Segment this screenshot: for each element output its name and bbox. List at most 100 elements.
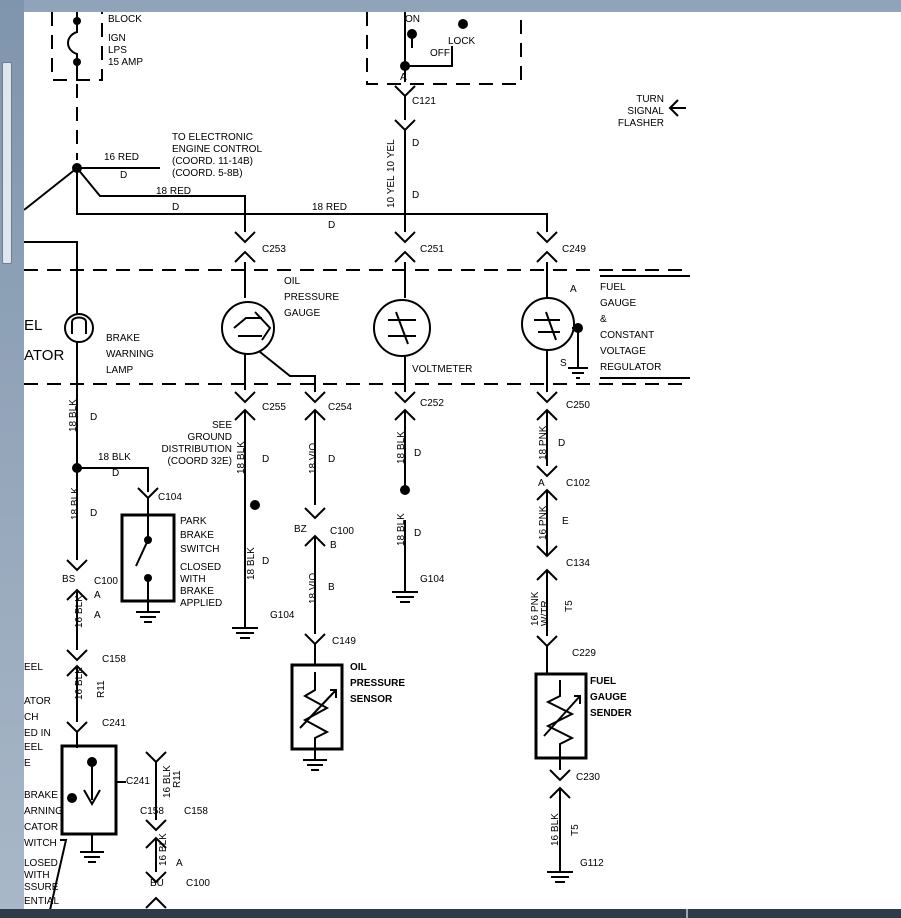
- brake-ind-4: WITCH: [24, 838, 57, 849]
- voltmeter-label: VOLTMETER: [412, 364, 472, 375]
- wire-a-1: A: [538, 478, 545, 489]
- wire-d-8: D: [262, 556, 269, 567]
- wire-d-6: D: [90, 412, 97, 423]
- connector-c104: C104: [158, 492, 182, 503]
- ignition-feed: C121 10 YEL D 10 YEL D: [386, 66, 436, 212]
- fuel-sender-branch: 18 PNK D A C102 16 PNK E C134 16 PNK W/T…: [530, 410, 632, 883]
- wire-18blk-6: 18 BLK: [98, 452, 131, 463]
- fuse-label-lps: LPS: [108, 45, 127, 56]
- fuel-gauge-label-4: CONSTANT: [600, 330, 654, 341]
- brake-lamp-label-1: BRAKE: [106, 333, 140, 344]
- eec-label-1: TO ELECTRONIC: [172, 132, 253, 143]
- brake-ind-1: BRAKE: [24, 790, 58, 801]
- wire-b-1: B: [330, 540, 337, 551]
- wire-wtr: W/TR: [540, 600, 551, 626]
- oil-gauge-ground: 18 BLK D 18 BLK D G104 SEE GROUND DISTRI…: [161, 410, 295, 639]
- brake-ind-7: SSURE: [24, 882, 59, 893]
- vertical-scrollbar[interactable]: [2, 62, 12, 264]
- fuel-gauge-label-2: GAUGE: [600, 298, 636, 309]
- wire-18blk-2: 18 BLK: [236, 441, 247, 474]
- left-cut-b5: EEL: [24, 742, 43, 753]
- wire-d-12: D: [558, 438, 565, 449]
- see-ground-1: SEE: [212, 420, 232, 431]
- wire-d-1: D: [412, 138, 419, 149]
- oil-gauge-label-1: OIL: [284, 276, 301, 287]
- connector-c158-2: C158: [140, 806, 164, 817]
- wire-t5-2: T5: [570, 824, 581, 836]
- turn-signal-flasher-ref: TURN SIGNAL FLASHER: [618, 94, 686, 129]
- oil-pressure-gauge: OIL PRESSURE GAUGE: [221, 262, 339, 392]
- fuel-sender-label-3: SENDER: [590, 708, 632, 719]
- oil-sensor-label-2: PRESSURE: [350, 678, 405, 689]
- turn-label-1: TURN: [636, 94, 664, 105]
- connector-c241-1: C241: [102, 718, 126, 729]
- wire-b-2: B: [328, 582, 335, 593]
- brake-ind-3: CATOR: [24, 822, 58, 833]
- fuel-gauge-label-5: VOLTAGE: [600, 346, 646, 357]
- see-ground-3: DISTRIBUTION: [161, 444, 232, 455]
- wire-18blk-5: 18 BLK: [396, 513, 407, 546]
- wire-16blk-2: 16 BLK: [74, 595, 85, 628]
- oil-gauge-label-2: PRESSURE: [284, 292, 339, 303]
- eec-label-3: (COORD. 11-14B): [172, 156, 253, 167]
- wire-16blk-3: 16 BLK: [74, 667, 85, 700]
- oil-sensor-label-1: OIL: [350, 662, 367, 673]
- wire-16blk-5: 16 BLK: [158, 833, 169, 866]
- left-cut-b4: ED IN: [24, 728, 51, 739]
- oil-sensor-label-3: SENSOR: [350, 694, 393, 705]
- fuel-sender-label-2: GAUGE: [590, 692, 627, 703]
- oil-gauge-label-3: GAUGE: [284, 308, 320, 319]
- fuse-block-title: BLOCK: [108, 14, 142, 25]
- wire-a-4: A: [176, 858, 183, 869]
- wire-16pnk-1: 16 PNK: [538, 505, 549, 540]
- connector-bu: BU: [150, 878, 164, 889]
- switch-lock-label: LOCK: [448, 36, 476, 47]
- wiring-diagram: BLOCK IGN LPS 15 AMP ON OFF LOCK A TURN …: [24, 12, 690, 909]
- connector-c149: C149: [332, 636, 356, 647]
- park-brake-label-5: WITH: [180, 574, 206, 585]
- wire-16blk-4: 16 BLK: [162, 765, 173, 798]
- connector-c100-1: C100: [330, 526, 354, 537]
- left-cut-b2: ATOR: [24, 696, 51, 707]
- brake-lamp-label-3: LAMP: [106, 365, 134, 376]
- connector-c121: C121: [412, 96, 436, 107]
- turn-label-2: SIGNAL: [627, 106, 664, 117]
- connector-c241-2: C241: [126, 776, 150, 787]
- wire-18blk-4: 18 BLK: [396, 431, 407, 464]
- panel-divider[interactable]: [686, 909, 688, 918]
- connector-c255: C255: [262, 402, 286, 413]
- wire-d-11: D: [414, 528, 421, 539]
- brake-ind-8: ENTIAL: [24, 896, 59, 907]
- park-brake-label-6: BRAKE: [180, 586, 214, 597]
- red-bus: 16 RED D 18 RED D 18 RED D TO ELECTRONIC…: [24, 132, 548, 232]
- connector-c253: C253: [262, 244, 286, 255]
- connector-c229: C229: [572, 648, 596, 659]
- fuel-gauge-regulator: A S FUEL GAUGE & CONSTANT VOLTAGE REGULA…: [521, 262, 661, 392]
- wire-d-3: D: [120, 170, 127, 181]
- connector-c102: C102: [566, 478, 590, 489]
- cluster-boundary: [24, 241, 690, 385]
- turn-label-3: FLASHER: [618, 118, 664, 129]
- connector-c158-1: C158: [102, 654, 126, 665]
- brake-lamp-label-2: WARNING: [106, 349, 154, 360]
- brake-lamp-lower: 18 BLK D BS C100 A 16 BLK A C158 16 BLK …: [60, 468, 150, 863]
- wire-18blk-3: 18 BLK: [246, 547, 257, 580]
- wire-16red: 16 RED: [104, 152, 139, 163]
- wire-18red-2: 18 RED: [312, 202, 347, 213]
- park-brake-label-4: CLOSED: [180, 562, 221, 573]
- fuel-sender-label-1: FUEL: [590, 676, 616, 687]
- switch-on-label: ON: [405, 14, 420, 25]
- wire-a-2: A: [94, 590, 101, 601]
- oil-sensor-branch: 18 VIO D BZ C100 B 18 VIO B C149 OIL PRE…: [290, 410, 405, 771]
- wire-18red-1: 18 RED: [156, 186, 191, 197]
- brake-ind-5: LOSED: [24, 858, 58, 869]
- voltmeter-ground: 18 BLK D 18 BLK D G104: [392, 410, 445, 603]
- wire-16pnk-2: 16 PNK: [530, 591, 541, 626]
- wire-s-fuel: S: [560, 358, 567, 369]
- arrow-left-icon: [668, 99, 686, 117]
- park-brake-label-2: BRAKE: [180, 530, 214, 541]
- connector-c100-2: C100: [94, 576, 118, 587]
- brake-ind-6: WITH: [24, 870, 50, 881]
- connector-c254: C254: [328, 402, 352, 413]
